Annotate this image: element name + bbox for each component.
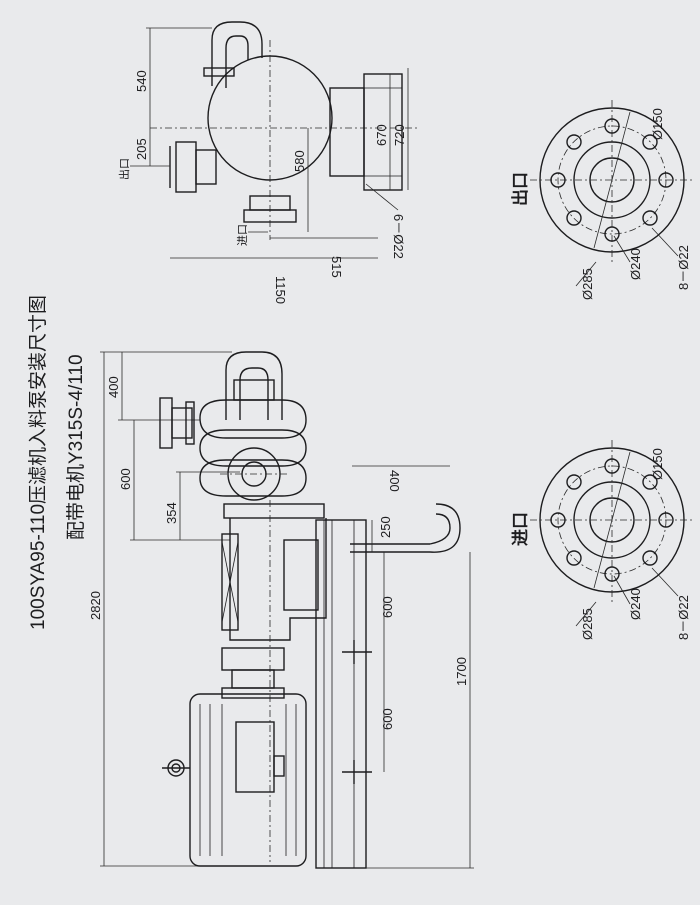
dim-1150: 1150 xyxy=(273,276,288,304)
outlet-d150: Ø150 xyxy=(650,108,665,140)
drawing-subtitle: 配带电机Y315S-4/110 xyxy=(65,354,87,540)
dim-600-upper: 600 xyxy=(118,468,133,490)
dim-540: 540 xyxy=(134,70,149,92)
pump-side-view: 2820 400 600 354 xyxy=(88,351,474,869)
dim-600-lower: 600 xyxy=(380,708,395,730)
dim-250: 250 xyxy=(378,516,393,538)
outlet-d285: Ø285 xyxy=(580,268,595,300)
outlet-flange-label: 出口 xyxy=(510,172,530,206)
dim-2820: 2820 xyxy=(88,591,103,620)
top-inlet-label: 进口 xyxy=(236,224,249,246)
inlet-d240: Ø240 xyxy=(628,588,643,620)
dim-720: 720 xyxy=(392,124,407,146)
drawing-title: 100SYA95-110压滤机入料泵安装尺寸图 xyxy=(27,295,49,630)
dim-515: 515 xyxy=(329,256,344,278)
inlet-flange-label: 进口 xyxy=(511,512,530,546)
dim-580: 580 xyxy=(292,150,307,172)
dim-670: 670 xyxy=(374,124,389,146)
dim-1700: 1700 xyxy=(454,657,469,686)
pump-top-view: 540 205 580 670 720 515 1150 6－Ø22 出口 进口 xyxy=(117,21,420,304)
dim-6-holes-22: 6－Ø22 xyxy=(391,214,406,259)
dim-205: 205 xyxy=(134,138,149,160)
dim-400-bolt: 400 xyxy=(387,470,402,492)
outlet-holes: 8－Ø22 xyxy=(676,245,691,290)
inlet-d285: Ø285 xyxy=(580,608,595,640)
dim-400-top: 400 xyxy=(106,376,121,398)
inlet-holes: 8－Ø22 xyxy=(676,595,691,640)
outlet-d240: Ø240 xyxy=(628,248,643,280)
top-outlet-label: 出口 xyxy=(117,158,131,180)
dim-354: 354 xyxy=(164,502,179,524)
outlet-flange: Ø150 Ø285 Ø240 8－Ø22 出口 xyxy=(510,100,694,300)
inlet-flange: Ø150 Ø285 Ø240 8－Ø22 进口 xyxy=(511,440,694,640)
inlet-d150: Ø150 xyxy=(650,448,665,480)
dim-600-middle: 600 xyxy=(380,596,395,618)
